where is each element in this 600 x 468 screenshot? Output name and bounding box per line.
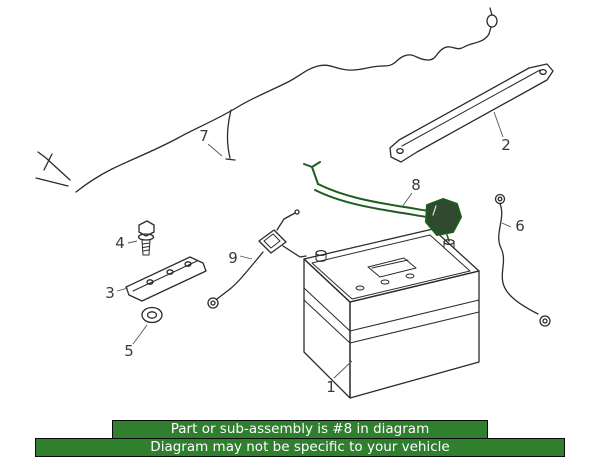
parts-diagram: 1 2 3 4 5 6 7 8 9 — [35, 7, 554, 399]
part-9-ground-cable — [207, 209, 307, 309]
callout-3: 3 — [105, 284, 115, 302]
diagram-line-art — [35, 7, 554, 399]
callout-1: 1 — [326, 378, 336, 396]
callout-labels: 1 2 3 4 5 6 7 8 9 — [105, 127, 525, 396]
part-4-bolt — [137, 220, 155, 256]
callout-8: 8 — [411, 176, 421, 194]
part-2-hold-down-bar — [389, 63, 554, 163]
callout-4: 4 — [115, 234, 125, 252]
part-8-highlighted-cable — [303, 161, 462, 242]
callout-2: 2 — [501, 136, 511, 154]
part-5-grommet — [141, 306, 163, 324]
callout-7: 7 — [199, 127, 209, 145]
part-6-cable — [494, 193, 551, 327]
part-1-battery — [303, 228, 480, 399]
callout-leaders — [116, 111, 512, 379]
part-7-wiring-harness — [35, 7, 498, 193]
callout-9: 9 — [228, 249, 238, 267]
highlight-banner: Part or sub-assembly is #8 in diagram Di… — [0, 420, 600, 457]
banner-text-disclaimer: Diagram may not be specific to your vehi… — [35, 438, 565, 457]
callout-5: 5 — [124, 342, 134, 360]
callout-6: 6 — [515, 217, 525, 235]
part-8-terminal-clamp — [425, 198, 462, 236]
part-3-bracket — [125, 256, 207, 302]
banner-text-part-highlight: Part or sub-assembly is #8 in diagram — [112, 420, 488, 439]
